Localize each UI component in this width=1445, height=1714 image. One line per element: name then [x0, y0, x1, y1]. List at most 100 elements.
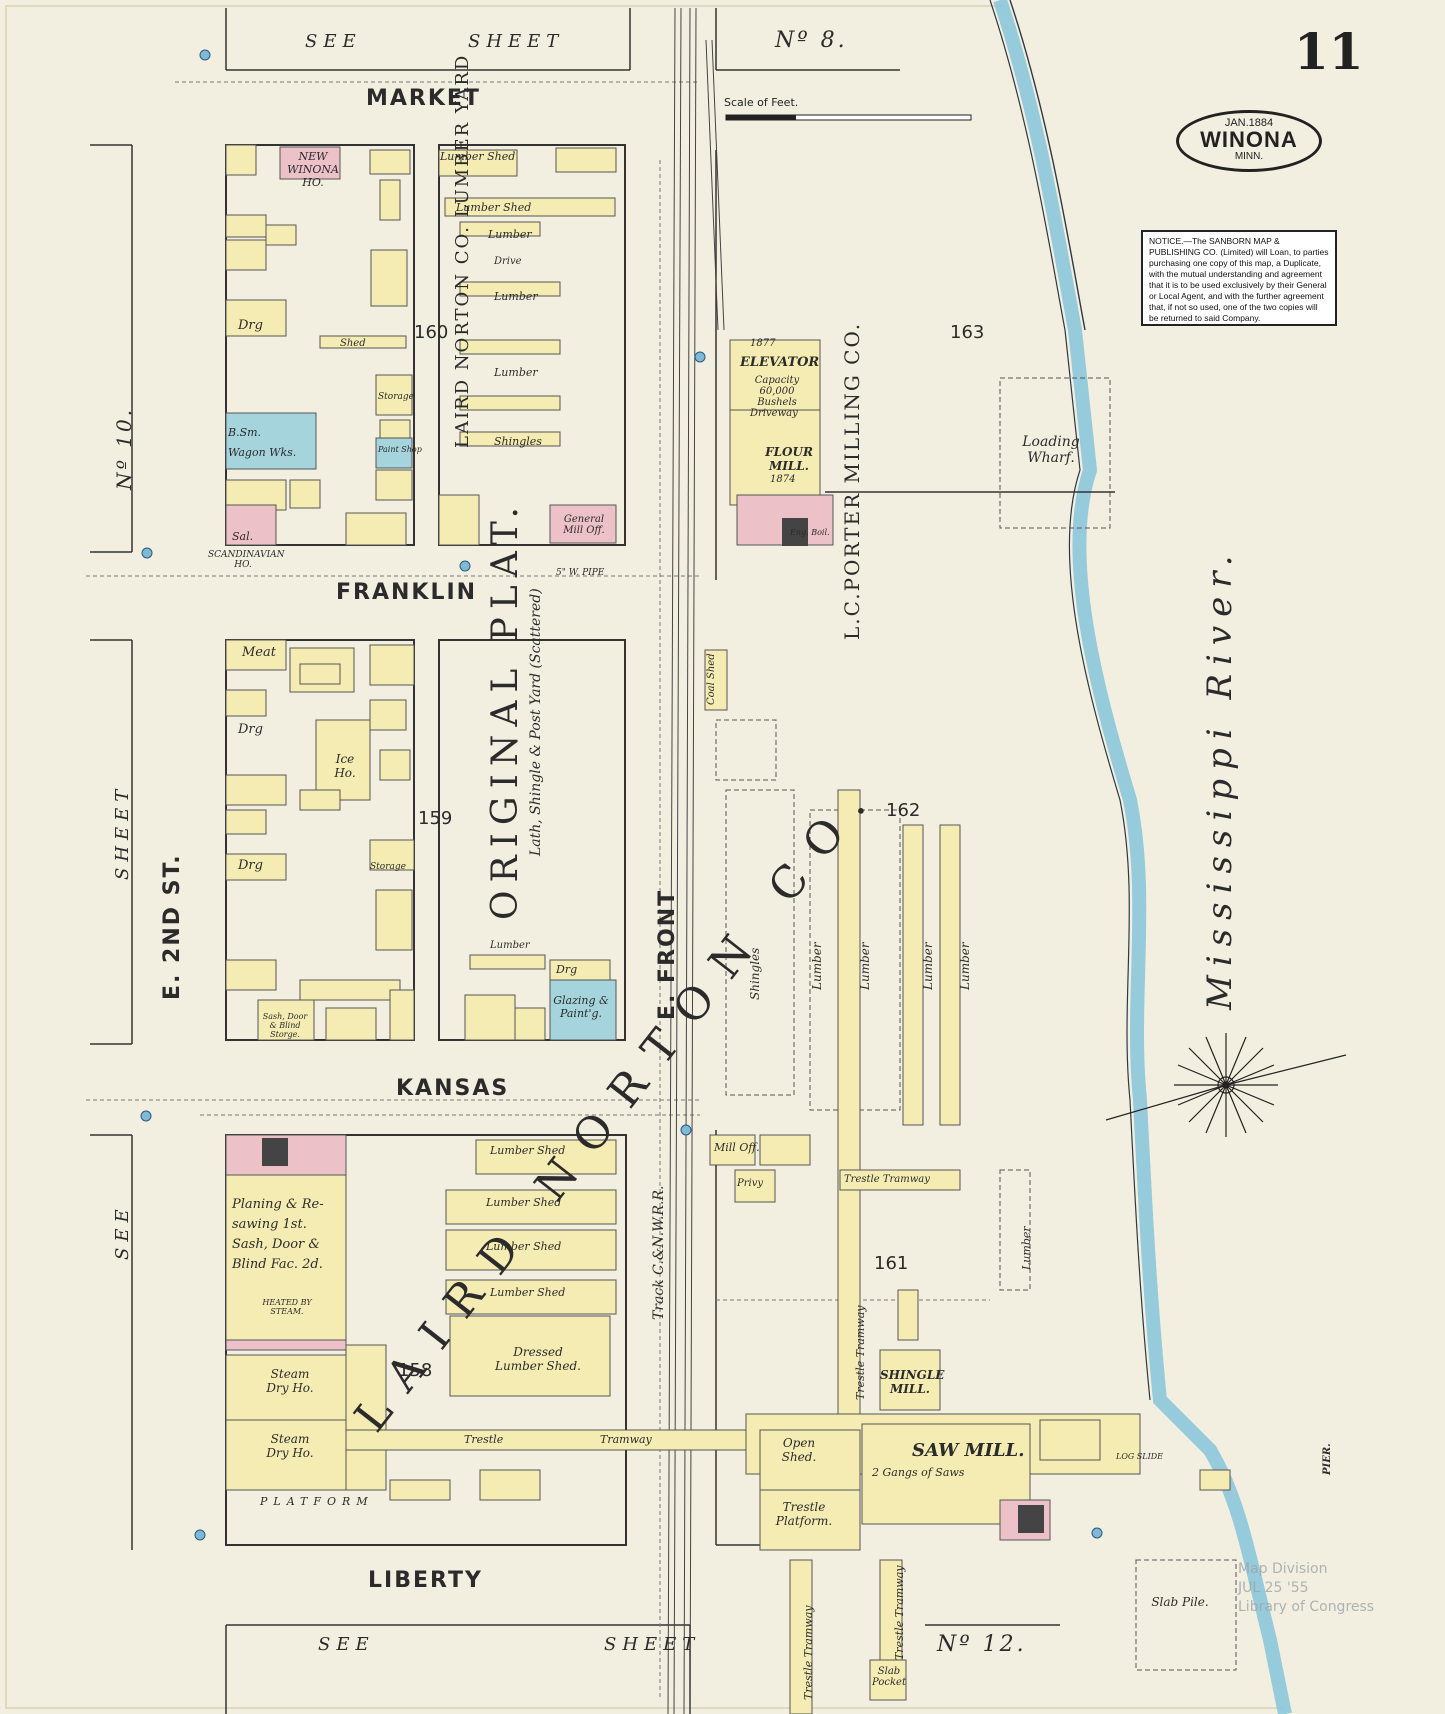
- label-elevator-capacity: Capacity 60,000 Bushels: [754, 375, 800, 408]
- label-sash-door: Sash, Door & Blind Storge.: [262, 1012, 308, 1039]
- label-new-winona: NEW WINONA HO.: [287, 150, 339, 189]
- label-steam-dry-1: Steam Dry Ho.: [266, 1367, 314, 1395]
- label-planing: Planing & Re-sawing 1st. Sash, Door & Bl…: [232, 1197, 324, 1272]
- label-storage-1: Storage: [378, 392, 414, 402]
- street-liberty: LIBERTY: [368, 1568, 483, 1593]
- label-heated-by-steam: HEATED BY STEAM.: [262, 1298, 312, 1316]
- label-lumber-6: Lumber: [858, 942, 872, 990]
- block-163: 163: [950, 322, 985, 343]
- label-pipe: 5" W. PIPE: [556, 568, 605, 578]
- label-sal: Sal.: [232, 530, 254, 543]
- label-lumber-5: Lumber: [810, 942, 824, 990]
- block-162: 162: [886, 800, 921, 821]
- label-trestle-platform: Trestle Platform.: [775, 1500, 833, 1528]
- label-paint-shop: Paint Shop: [378, 445, 422, 454]
- label-drg-3: Drg: [238, 858, 263, 873]
- ref-left-no: Nº 10.: [112, 406, 136, 490]
- label-b-sm: B.Sm.: [228, 426, 262, 439]
- ref-top-no: Nº 8.: [775, 28, 848, 53]
- label-lumber-shed-6: Lumber Shed: [490, 1286, 566, 1299]
- label-drg-4: Drg: [556, 963, 578, 976]
- river-label: Mississippi River.: [1200, 546, 1240, 1010]
- stamp-line-2: JUL 25 '55: [1238, 1580, 1309, 1596]
- label-lumber-shed-3: Lumber Shed: [490, 1144, 566, 1157]
- block-160: 160: [414, 322, 449, 343]
- label-log-slide: LOG SLIDE: [1116, 1452, 1164, 1461]
- city-seal: JAN.1884 WINONA MINN.: [1176, 110, 1322, 172]
- label-trestle-1: Trestle: [464, 1433, 504, 1446]
- scale-label: Scale of Feet.: [724, 96, 799, 109]
- ref-left-see: SEE: [112, 1203, 133, 1260]
- label-lumber-3: Lumber: [494, 366, 538, 379]
- stamp-line-3: Library of Congress: [1238, 1599, 1375, 1615]
- sheet-number: 11: [1294, 22, 1364, 81]
- label-slab-pile: Slab Pile.: [1151, 1595, 1209, 1609]
- library-stamp: Map Division JUL 25 '55 Library of Congr…: [1238, 1560, 1374, 1617]
- label-drive-1: Drive: [494, 256, 522, 267]
- street-kansas: KANSAS: [396, 1076, 510, 1101]
- label-lumber-7: Lumber: [921, 942, 935, 990]
- label-pier: PIER.: [1322, 1443, 1333, 1475]
- label-tramway-1: Tramway: [600, 1433, 652, 1446]
- railroad-label: Track C.&N.W.R.R.: [651, 1185, 667, 1320]
- ref-bottom-sheet: SHEET: [604, 1634, 701, 1655]
- label-lumber-4: Lumber: [490, 940, 530, 951]
- label-porter: L.C.PORTER MILLING CO.: [840, 321, 864, 640]
- label-shingles-1: Shingles: [494, 435, 542, 448]
- label-original-plat: ORIGINAL PLAT.: [485, 499, 526, 920]
- block-158: 158: [398, 1360, 433, 1381]
- label-shed-1: Shed: [340, 338, 366, 349]
- frame-buildings: [225, 144, 1231, 1714]
- label-loading-wharf: Loading Wharf.: [1022, 434, 1080, 466]
- label-elevator-year: 1877: [750, 338, 776, 349]
- label-meat: Meat: [242, 645, 276, 660]
- label-lumber-8: Lumber: [958, 942, 972, 990]
- label-lumber-2: Lumber: [494, 290, 538, 303]
- label-shingles-2: Shingles: [748, 947, 762, 1000]
- label-drg-1: Drg: [238, 318, 263, 333]
- label-storage-2: Storage: [370, 862, 406, 872]
- label-ice-ho: Ice Ho.: [334, 752, 356, 780]
- label-mill-off: Mill Off.: [714, 1141, 760, 1154]
- label-drg-2: Drg: [238, 722, 263, 737]
- label-coal-shed: Coal Shed: [706, 653, 717, 705]
- compass-rose: [1105, 1033, 1347, 1137]
- label-trestle-tramway-4: Trestle Tramway: [893, 1565, 906, 1660]
- ref-bottom-see: SEE: [318, 1634, 375, 1655]
- label-lumber-shed-2: Lumber Shed: [456, 201, 532, 214]
- label-trestle-tramway-2: Trestle Tramway: [854, 1305, 867, 1400]
- label-elevator: ELEVATOR: [740, 355, 820, 370]
- scale-bar: [725, 114, 972, 121]
- label-flour-mill: FLOUR MILL.: [765, 445, 813, 473]
- label-privy: Privy: [737, 1178, 764, 1189]
- label-saw-gangs: 2 Gangs of Saws: [872, 1466, 965, 1479]
- label-glazing: Glazing & Paint'g.: [553, 994, 609, 1020]
- label-flour-year: 1874: [770, 474, 796, 485]
- label-lumber-shed-4: Lumber Shed: [486, 1196, 562, 1209]
- street-market: MARKET: [366, 86, 481, 111]
- ref-left-sheet: SHEET: [112, 783, 133, 880]
- open-sheds: [715, 377, 1237, 1671]
- label-platform: PLATFORM: [260, 1495, 374, 1508]
- notice-box: NOTICE.—The SANBORN MAP & PUBLISHING CO.…: [1141, 230, 1337, 326]
- label-laird-yard: LAIRD NORTON CO. LUMBER YARD: [452, 53, 473, 448]
- label-lumber-shed-5: Lumber Shed: [486, 1240, 562, 1253]
- label-scandinavian: SCANDINAVIAN HO.: [208, 550, 285, 570]
- label-lath-yard: Lath, Shingle & Post Yard (Scattered): [528, 588, 544, 856]
- label-open-shed: Open Shed.: [781, 1436, 817, 1464]
- label-lumber-9: Lumber: [1020, 1226, 1033, 1270]
- ref-top-see: SEE: [305, 31, 362, 52]
- label-saw-mill: SAW MILL.: [912, 1440, 1025, 1461]
- street-franklin: FRANKLIN: [336, 580, 478, 605]
- stamp-line-1: Map Division: [1238, 1561, 1328, 1577]
- block-159: 159: [418, 808, 453, 829]
- street-e-2nd: E. 2ND ST.: [160, 853, 185, 1000]
- label-trestle-tramway-3: Trestle Tramway: [802, 1605, 815, 1700]
- seal-city: WINONA: [1200, 127, 1298, 152]
- label-wagon: Wagon Wks.: [228, 446, 297, 459]
- label-engine: Eng. Boil.: [790, 528, 830, 537]
- label-shingle-mill: SHINGLE MILL.: [880, 1368, 945, 1396]
- mississippi-river: [1000, 0, 1445, 1714]
- stone-buildings: [225, 412, 617, 1041]
- seal-date: JAN.1884: [1224, 117, 1274, 129]
